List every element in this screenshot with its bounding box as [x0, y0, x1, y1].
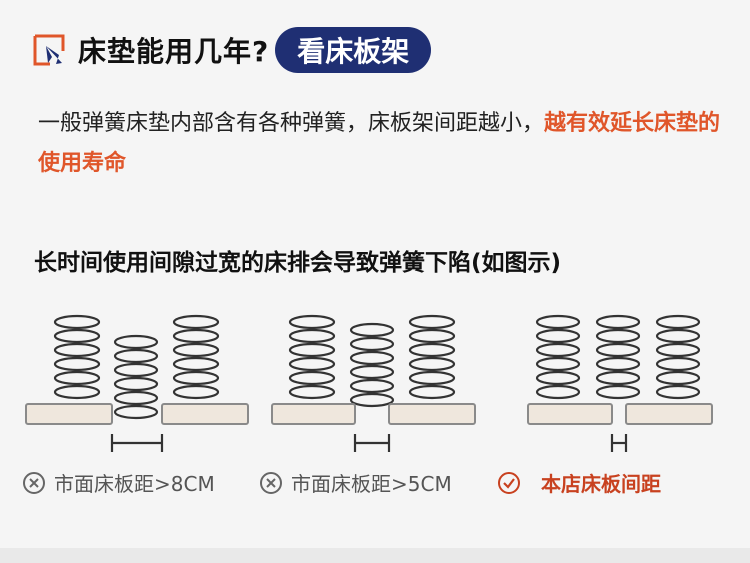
diagram-narrow-gap — [524, 308, 724, 458]
gap-marker — [353, 434, 391, 452]
spring-middle — [349, 322, 395, 408]
spring-right — [408, 314, 456, 400]
bed-slat-right — [161, 403, 249, 425]
spring-right — [655, 314, 701, 400]
description-text: 一般弹簧床垫内部含有各种弹簧，床板架间距越小， — [38, 111, 545, 136]
diagram-wide-gap — [22, 308, 252, 458]
bed-slat-left — [25, 403, 113, 425]
spring-middle — [595, 314, 641, 400]
gap-marker — [610, 434, 628, 452]
caption-text: 本店床板间距 — [541, 472, 661, 496]
title-badge: 看床板架 — [275, 27, 432, 73]
caption-wide-gap: 市面床板距>8CM — [22, 468, 215, 497]
spring-left — [288, 314, 336, 400]
diagram-medium-gap — [268, 308, 483, 458]
caption-medium-gap: 市面床板距>5CM — [259, 468, 452, 497]
x-circle-icon — [260, 471, 282, 494]
gap-marker — [110, 434, 164, 452]
description: 一般弹簧床垫内部含有各种弹簧，床板架间距越小，越有效延长床垫的使用寿命 — [38, 104, 728, 184]
description-highlight: 越有效延长床垫的使用寿命 — [38, 111, 721, 176]
caption-narrow-gap: 本店床板间距 — [497, 468, 661, 497]
bed-slat-left — [271, 403, 356, 425]
bed-slat-right — [388, 403, 476, 425]
x-circle-icon — [23, 471, 45, 494]
title-row: 床垫能用几年? 看床板架 — [32, 27, 432, 73]
subheading: 长时间使用间隙过宽的床排会导致弹簧下陷(如图示) — [34, 250, 562, 276]
spring-middle — [113, 334, 159, 420]
check-circle-icon — [498, 471, 520, 494]
cursor-box-icon — [33, 34, 65, 66]
bottom-divider — [0, 548, 750, 563]
spring-right — [172, 314, 220, 400]
page-title: 床垫能用几年? — [78, 35, 270, 68]
spring-left — [535, 314, 581, 400]
bed-slat-left — [527, 403, 613, 425]
bed-slat-right — [625, 403, 713, 425]
caption-text: 市面床板距>8CM — [54, 472, 215, 496]
spring-left — [53, 314, 101, 400]
caption-text: 市面床板距>5CM — [291, 472, 452, 496]
